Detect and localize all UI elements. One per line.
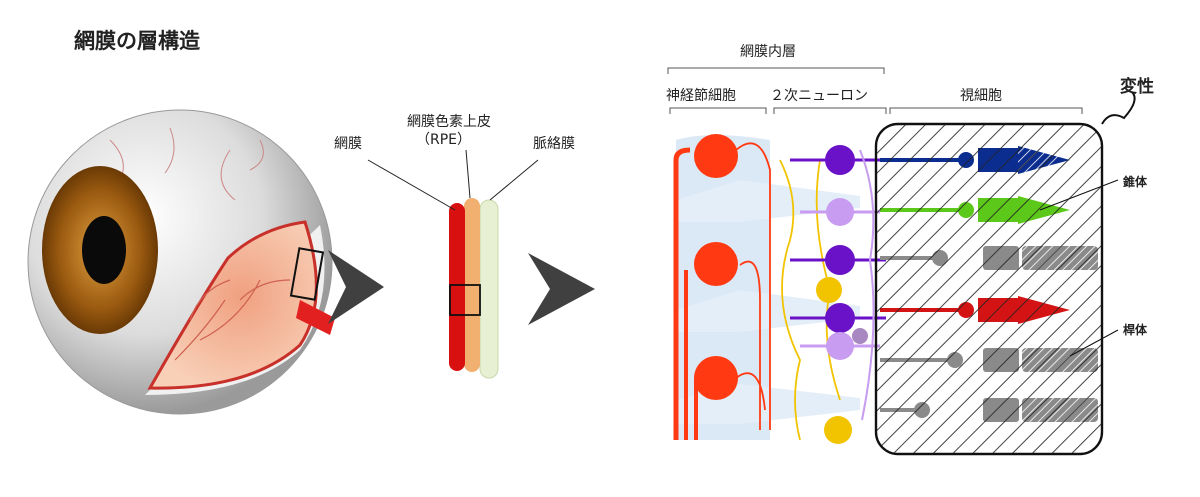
label-rpe: 網膜色素上皮 [407, 113, 491, 130]
label-choroid: 脈絡膜 [533, 136, 575, 152]
label-retina: 網膜 [334, 136, 362, 152]
eyeball [27, 109, 335, 415]
bipolar-cell [826, 198, 854, 226]
label-secondary-neuron: ２次ニューロン [770, 88, 868, 104]
amacrine-cell [816, 277, 842, 303]
arrow-icon [328, 250, 384, 324]
label-ganglion: 神経節細胞 [666, 87, 736, 104]
label-rpe-abbr: （RPE） [416, 132, 471, 148]
retina-layers: 網膜 網膜色素上皮 （RPE） 脈絡膜 [334, 113, 575, 379]
label-cone: 錐体 [1123, 174, 1148, 189]
ganglion-cell [694, 242, 738, 286]
zoom-box-eye [289, 247, 325, 301]
bipolar-cell [825, 303, 855, 333]
page-title: 網膜の層構造 [74, 29, 201, 53]
label-rod: 桿体 [1123, 322, 1148, 337]
ganglion-cell [694, 134, 738, 178]
amacrine-cell [824, 416, 852, 444]
label-photoreceptor: 視細胞 [960, 88, 1002, 104]
ganglion-cell [694, 356, 738, 400]
label-inner-retina: 網膜内層 [740, 44, 796, 60]
zoom-box-layers [449, 284, 481, 316]
arrow-icon [528, 253, 595, 325]
bipolar-cell [825, 245, 855, 275]
degeneration-box [874, 122, 1104, 456]
bipolar-cell [826, 332, 854, 360]
label-degeneration: 変性 [1120, 76, 1154, 97]
cell-diagram: 網膜内層 神経節細胞 ２次ニューロン 視細胞 変性 錐体 桿体 [666, 44, 1154, 456]
bipolar-cell [825, 145, 855, 175]
